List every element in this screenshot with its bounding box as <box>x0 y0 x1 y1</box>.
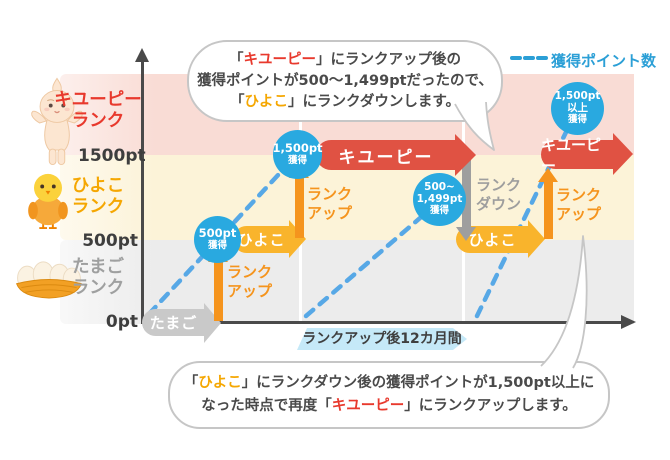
chick-icon <box>28 173 68 229</box>
point-circle-500pt: 500pt 獲得 <box>194 216 241 263</box>
rankup-label-1-line1: ランク <box>227 263 273 281</box>
rankdown-arrow-head <box>456 227 476 241</box>
stage-arrow-hiyoko-1-label: ひよこ <box>237 231 286 249</box>
rank-label-tamago-line2: ランク <box>71 277 125 298</box>
y-label-500pt: 500pt <box>82 231 138 251</box>
rank-label-hiyoko-line1: ひよこ <box>71 176 125 196</box>
kewpie-doll-icon <box>31 77 83 166</box>
stage-arrow-tamago-label: たまご <box>149 314 198 332</box>
point-circle-range-line2: 1,499pt <box>416 192 463 205</box>
stage-arrow-hiyoko-1: ひよこ <box>233 226 290 253</box>
point-circle-1500pt-line2: 獲得 <box>287 155 307 167</box>
stage-arrow-kewpie-2: キユーピー <box>541 136 614 175</box>
bubble-top-line2: 獲得ポイントが500〜1,499ptだったので、 <box>197 72 493 89</box>
rankdown-arrow-body <box>462 156 471 228</box>
stage-arrow-kewpie-2-label: キユーピー <box>541 135 602 175</box>
stage-arrow-kewpie-2-head <box>613 133 633 175</box>
x-axis-line <box>143 321 622 324</box>
rankup-label-2-line1: ランク <box>307 185 353 203</box>
rank-label-hiyoko-line2: ランク <box>71 196 125 217</box>
rankup-arrow-2-body <box>295 178 304 238</box>
rankup-arrow-1-body <box>214 261 223 321</box>
point-circle-range-line3: 獲得 <box>429 205 449 217</box>
period-label-band: ランクアップ後12カ月間 <box>297 328 467 350</box>
point-circle-500pt-line2: 獲得 <box>207 240 227 252</box>
rankup-label-1: ランク アップ <box>227 263 272 301</box>
rank-label-kewpie: キユーピー ランク <box>54 90 142 131</box>
point-circle-plus-line1: 1,500pt <box>554 90 601 103</box>
rankup-label-1-line2: アップ <box>227 282 273 300</box>
point-circle-1500pt-plus: 1,500pt 以上 獲得 <box>551 82 604 135</box>
bubble-bottom-line2: なった時点で再度「キユーピー」にランクアップします。 <box>201 398 577 414</box>
rankdown-label-line2: ダウン <box>476 195 522 213</box>
bubble-top-line3: 「ひよこ」にランクダウンします。 <box>230 93 460 110</box>
rankup-arrow-3-body <box>544 182 553 239</box>
y-label-0pt: 0pt <box>105 312 138 332</box>
stage-arrow-kewpie-1: キユーピー <box>316 140 456 170</box>
point-circle-1500pt: 1,500pt 獲得 <box>272 130 323 179</box>
stage-arrow-kewpie-1-label: キユーピー <box>338 147 434 168</box>
speech-bubble-bottom: 「ひよこ」にランクダウン後の獲得ポイントが1,500pt以上に なった時点で再度… <box>168 361 610 429</box>
rankup-label-3-line2: アップ <box>556 205 602 223</box>
rankup-label-3: ランク アップ <box>556 186 601 224</box>
stage-arrow-tamago: たまご <box>142 309 205 336</box>
rank-label-tamago: たまご ランク <box>54 257 142 298</box>
stage-arrow-hiyoko-2-head <box>528 220 545 258</box>
point-circle-plus-line3: 獲得 <box>567 114 587 126</box>
stage-arrow-kewpie-1-head <box>455 134 476 176</box>
y-label-1500pt: 1500pt <box>78 146 146 166</box>
eggs-nest-icon <box>15 261 83 299</box>
point-circle-500-1499pt: 500~ 1,499pt 獲得 <box>413 173 466 226</box>
rankdown-label: ランク ダウン <box>476 176 521 214</box>
point-circle-range-line1: 500~ <box>424 181 455 194</box>
rank-label-hiyoko: ひよこ ランク <box>54 176 142 217</box>
rankup-label-3-line1: ランク <box>556 186 602 204</box>
y-axis-line <box>141 62 144 324</box>
point-circle-500pt-line1: 500pt <box>198 226 237 241</box>
rank-label-kewpie-line2: ランク <box>71 110 125 131</box>
bubble-top-line1: 「キユーピー」にランクアップ後の <box>229 51 461 68</box>
bubble-bottom-line1: 「ひよこ」にランクダウン後の獲得ポイントが1,500pt以上に <box>183 375 595 391</box>
speech-bubble-top: 「キユーピー」にランクアップ後の 獲得ポイントが500〜1,499ptだったので… <box>187 40 503 122</box>
rankdown-label-line1: ランク <box>476 176 522 194</box>
rankup-label-2-line2: アップ <box>307 204 353 222</box>
point-circle-1500pt-line1: 1,500pt <box>272 141 323 156</box>
rank-label-kewpie-line1: キユーピー <box>54 90 142 110</box>
point-circle-plus-line2: 以上 <box>567 101 588 114</box>
x-axis-arrowhead <box>621 315 636 329</box>
rank-label-tamago-line1: たまご <box>72 257 124 277</box>
legend-label: 獲得ポイント数 <box>551 52 657 70</box>
rankup-label-2: ランク アップ <box>307 185 352 223</box>
y-axis-arrowhead <box>135 48 149 62</box>
